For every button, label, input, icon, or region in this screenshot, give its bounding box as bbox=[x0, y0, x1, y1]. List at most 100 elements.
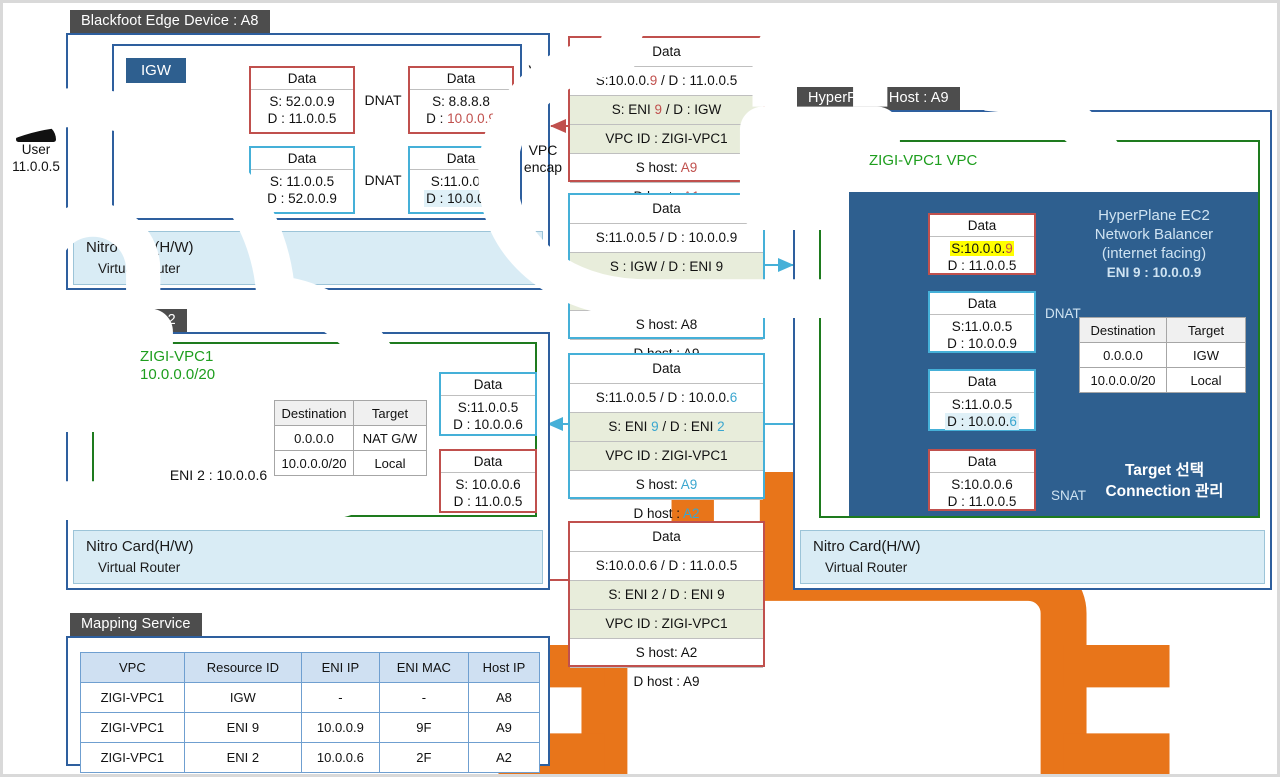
packet-2-row-data: Data bbox=[570, 195, 763, 224]
hp-vpc-label: ZIGI-VPC1 VPC bbox=[869, 152, 978, 169]
packet-1-row-data: Data bbox=[570, 38, 763, 67]
packet-box-bf3-dst: D : 52.0.0.9 bbox=[267, 191, 337, 206]
hp-nitro-card: Nitro Card(H/W) Virtual Router bbox=[800, 530, 1265, 584]
packet-box-bf2-dst-prefix: D : bbox=[426, 111, 448, 126]
packet-box-bf2-src: S: 8.8.8.8 bbox=[432, 94, 490, 109]
mapping-r0-c2: - bbox=[300, 682, 380, 713]
a2-vpc-cidr: 10.0.0.0/20 bbox=[140, 366, 216, 383]
packet-3-ip-em: 6 bbox=[729, 390, 738, 405]
packet-3-row-data: Data bbox=[570, 355, 763, 384]
hyperplane-footer-line1: Target 선택 bbox=[1124, 462, 1205, 479]
hp-route-table: Destination Target 0.0.0.0 IGW 10.0.0.0/… bbox=[1079, 317, 1246, 393]
hp-route-row: 10.0.0.0/20 Local bbox=[1079, 367, 1246, 393]
packet-box-hp1: Data S:10.0.0.9 D : 11.0.0.5 bbox=[928, 213, 1036, 275]
packet-3-ip-pre: S:11.0.0.5 / D : 10.0.0. bbox=[595, 390, 730, 405]
physical-host-title: 물리 Host – A2 bbox=[70, 309, 187, 332]
packet-3-row-eni: S: ENI 9 / D : ENI 2 bbox=[570, 413, 763, 442]
packet-box-a2-1-src: S:11.0.0.5 bbox=[457, 400, 519, 415]
packet-box-a2-1-dst: D : 10.0.0.6 bbox=[453, 417, 523, 432]
dnat-label-top: DNAT bbox=[364, 92, 402, 108]
mapping-service-title: Mapping Service bbox=[70, 613, 202, 636]
mapping-r2-c1: ENI 2 bbox=[183, 742, 302, 773]
a2-nitro-line1: Nitro Card(H/W) bbox=[86, 538, 194, 555]
hyperplane-panel: ZIGI-VPC1 VPC HyperPlane EC2 Network Bal… bbox=[477, 0, 1272, 590]
packet-box-hp1-src-prefix: S: bbox=[951, 241, 964, 256]
packet-3-eni-em2: 2 bbox=[717, 419, 725, 434]
packet-2-row-eni: S : IGW / D : ENI 9 bbox=[570, 253, 763, 282]
packet-box-a2-2-src: S: 10.0.0.6 bbox=[455, 477, 521, 492]
a2-route-target-1: Local bbox=[353, 450, 427, 476]
hyperplane-blue-region: HyperPlane EC2 Network Balancer (interne… bbox=[849, 192, 1258, 516]
packet-box-hp3-dst: D : 10.0.0.6 bbox=[945, 413, 1019, 430]
mapping-header-row: VPC Resource ID ENI IP ENI MAC Host IP bbox=[80, 652, 541, 683]
hp-vpc-box: ZIGI-VPC1 VPC HyperPlane EC2 Network Bal… bbox=[477, 0, 1260, 518]
packet-4-row-eni: S: ENI 2 / D : ENI 9 bbox=[570, 581, 763, 610]
packet-box-hp3-src: S:11.0.0.5 bbox=[951, 397, 1013, 412]
packet-box-hp3: Data S:11.0.0.5 D : 10.0.0.6 bbox=[928, 369, 1036, 431]
blackfoot-panel: IGW Data S: 52.0.0.9 D : 11.0.0.5 Data S… bbox=[66, 33, 562, 290]
packet-box-hp4-dst: D : 11.0.0.5 bbox=[947, 494, 1017, 509]
eni2-label: ENI 2 : 10.0.0.6 bbox=[169, 467, 268, 483]
mapping-r1-c3: 9F bbox=[378, 712, 469, 743]
table-row: ZIGI-VPC1 ENI 2 10.0.0.6 2F A2 bbox=[80, 742, 541, 773]
mapping-col-resource-id: Resource ID bbox=[183, 652, 302, 683]
packet-1-shost-em: A9 bbox=[680, 160, 698, 175]
a2-nitro-line2: Virtual Router bbox=[98, 560, 181, 575]
balancer-line2: Network Balancer bbox=[1094, 226, 1214, 243]
packet-box-bf2-dst: D : 10.0.0.9 bbox=[410, 110, 512, 127]
packet-box-bf2: Data S: 8.8.8.8 D : 10.0.0.9 bbox=[408, 66, 514, 134]
packet-3-row-dhost: D host : A2 bbox=[570, 500, 763, 528]
mapping-col-vpc: VPC bbox=[80, 652, 185, 683]
packet-box-hp1-src-b: 9 bbox=[1005, 241, 1013, 256]
packet-box-hp4-src: S:10.0.0.6 bbox=[951, 477, 1013, 492]
packet-box-bf4-dst-prefix: D : bbox=[426, 191, 448, 206]
packet-4-row-shost: S host: A2 bbox=[570, 639, 763, 668]
packet-box-a2-1: Data S:11.0.0.5 D : 10.0.0.6 bbox=[439, 372, 537, 436]
packet-box-bf1-head: Data bbox=[251, 68, 353, 90]
vpc-cloud-lock-icon bbox=[477, 0, 1141, 318]
snat-label-hp: SNAT bbox=[1051, 488, 1087, 503]
packet-box-bf1: Data S: 52.0.0.9 D : 11.0.0.5 bbox=[249, 66, 355, 134]
packet-box-hp1-src-a: 10.0.0. bbox=[963, 241, 1006, 256]
hyperplane-footer: Target 선택 Connection 관리 bbox=[1077, 460, 1252, 502]
vpc-decap-line2: decap bbox=[523, 79, 563, 95]
blackfoot-nitro-card: Nitro Card(H/W) Virtual Router bbox=[73, 231, 543, 285]
vpc-encap-line2: encap bbox=[523, 159, 563, 175]
balancer-eni-label: ENI 9 : 10.0.0.9 bbox=[1106, 265, 1202, 280]
blackfoot-nitro-line1: Nitro Card(H/W) bbox=[86, 239, 194, 256]
packet-box-a2-2: Data S: 10.0.0.6 D : 11.0.0.5 bbox=[439, 449, 537, 513]
a2-route-header-row: Destination Target bbox=[274, 400, 427, 426]
mapping-r0-c1: IGW bbox=[183, 682, 302, 713]
mapping-r2-c4: A2 bbox=[467, 742, 541, 773]
hyperplane-title: HyperPlane Host : A9 bbox=[797, 87, 960, 110]
mapping-r0-c0: ZIGI-VPC1 bbox=[80, 682, 185, 713]
mapping-r2-c2: 10.0.0.6 bbox=[300, 742, 380, 773]
mapping-col-eni-mac: ENI MAC bbox=[378, 652, 469, 683]
hp-nitro-line1: Nitro Card(H/W) bbox=[813, 538, 921, 555]
packet-box-hp4-head: Data bbox=[930, 451, 1034, 473]
packet-3-shost-pre: S host: bbox=[635, 477, 681, 492]
packet-3-eni-pre: S: ENI bbox=[608, 419, 652, 434]
user-ip: 11.0.0.5 bbox=[12, 159, 60, 174]
hp-route-col-target: Target bbox=[1166, 317, 1246, 343]
packet-box-a2-2-dst: D : 11.0.0.5 bbox=[453, 494, 523, 509]
packet-box-hp3-dst-value: 6 bbox=[1009, 414, 1017, 429]
vpc-decap-line1: VPC bbox=[528, 62, 558, 78]
packet-box-bf4: Data S:11.0.0.5 D : 10.0.0.9 bbox=[408, 146, 514, 214]
balancer-line1: HyperPlane EC2 bbox=[1098, 207, 1210, 224]
packet-box-bf4-src: S:11.0.0.5 bbox=[430, 174, 492, 189]
mapping-col-eni-ip: ENI IP bbox=[300, 652, 380, 683]
physical-host-panel: ZIGI-VPC1 10.0.0.0/20 ENI 2 : 10.0.0.6 bbox=[0, 87, 1170, 777]
hp-route-dest-0: 0.0.0.0 bbox=[1079, 342, 1167, 368]
packet-1-eni-pre: S: ENI bbox=[611, 102, 655, 117]
hp-route-row: 0.0.0.0 IGW bbox=[1079, 342, 1246, 368]
a2-vpc-label: ZIGI-VPC1 10.0.0.0/20 bbox=[140, 348, 215, 384]
balancer-description: HyperPlane EC2 Network Balancer (interne… bbox=[1054, 206, 1254, 282]
packet-detail-2: Data S:11.0.0.5 / D : 10.0.0.9 S : IGW /… bbox=[568, 193, 765, 361]
mapping-r0-c3: - bbox=[378, 682, 469, 713]
a2-route-table: Destination Target 0.0.0.0 NAT G/W 10.0.… bbox=[274, 400, 427, 476]
packet-box-hp1-src: S:10.0.0.9 bbox=[930, 240, 1034, 257]
packet-4-row-ip: S:10.0.0.6 / D : 11.0.0.5 bbox=[570, 552, 763, 581]
packet-box-bf4-head: Data bbox=[410, 148, 512, 170]
packet-box-hp1-head: Data bbox=[930, 215, 1034, 237]
